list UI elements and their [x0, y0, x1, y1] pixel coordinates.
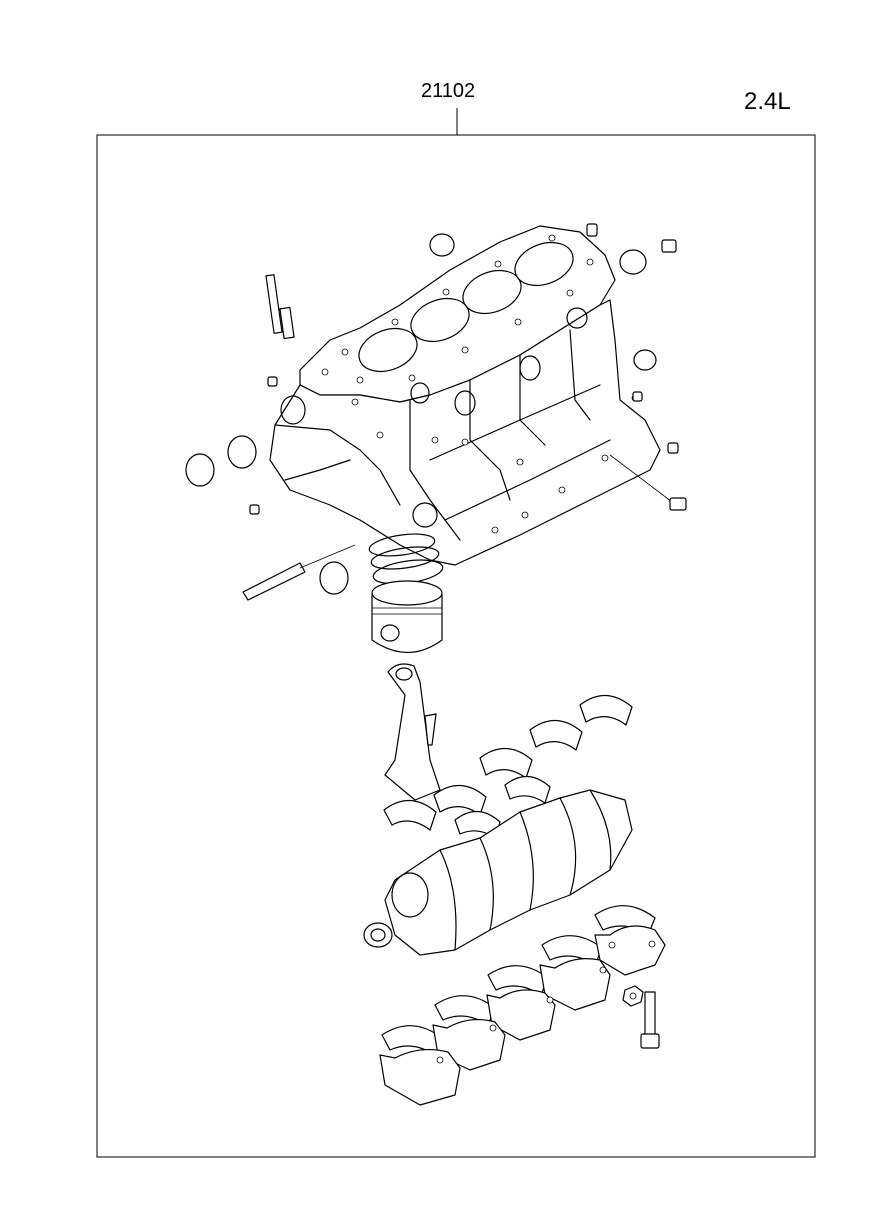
stud-bolt-top: [265, 274, 295, 340]
diagram-frame: [96, 134, 816, 1158]
dowel-pins: [249, 223, 679, 515]
piston: [371, 580, 443, 653]
cylinder-block: [269, 225, 661, 566]
connecting-rod-bearings: [383, 694, 633, 839]
main-bearing-caps: [379, 925, 666, 1106]
connecting-rod: [384, 663, 441, 801]
engine-size-label: 2.4L: [744, 88, 791, 115]
cap-bolt: [640, 991, 660, 1049]
stud-bolt-long: [242, 544, 356, 601]
part-number-label: 21102: [421, 80, 476, 102]
cam-bushings: [185, 233, 657, 595]
nut: [622, 985, 644, 1007]
side-bolt: [609, 454, 687, 511]
crankshaft: [363, 789, 633, 956]
